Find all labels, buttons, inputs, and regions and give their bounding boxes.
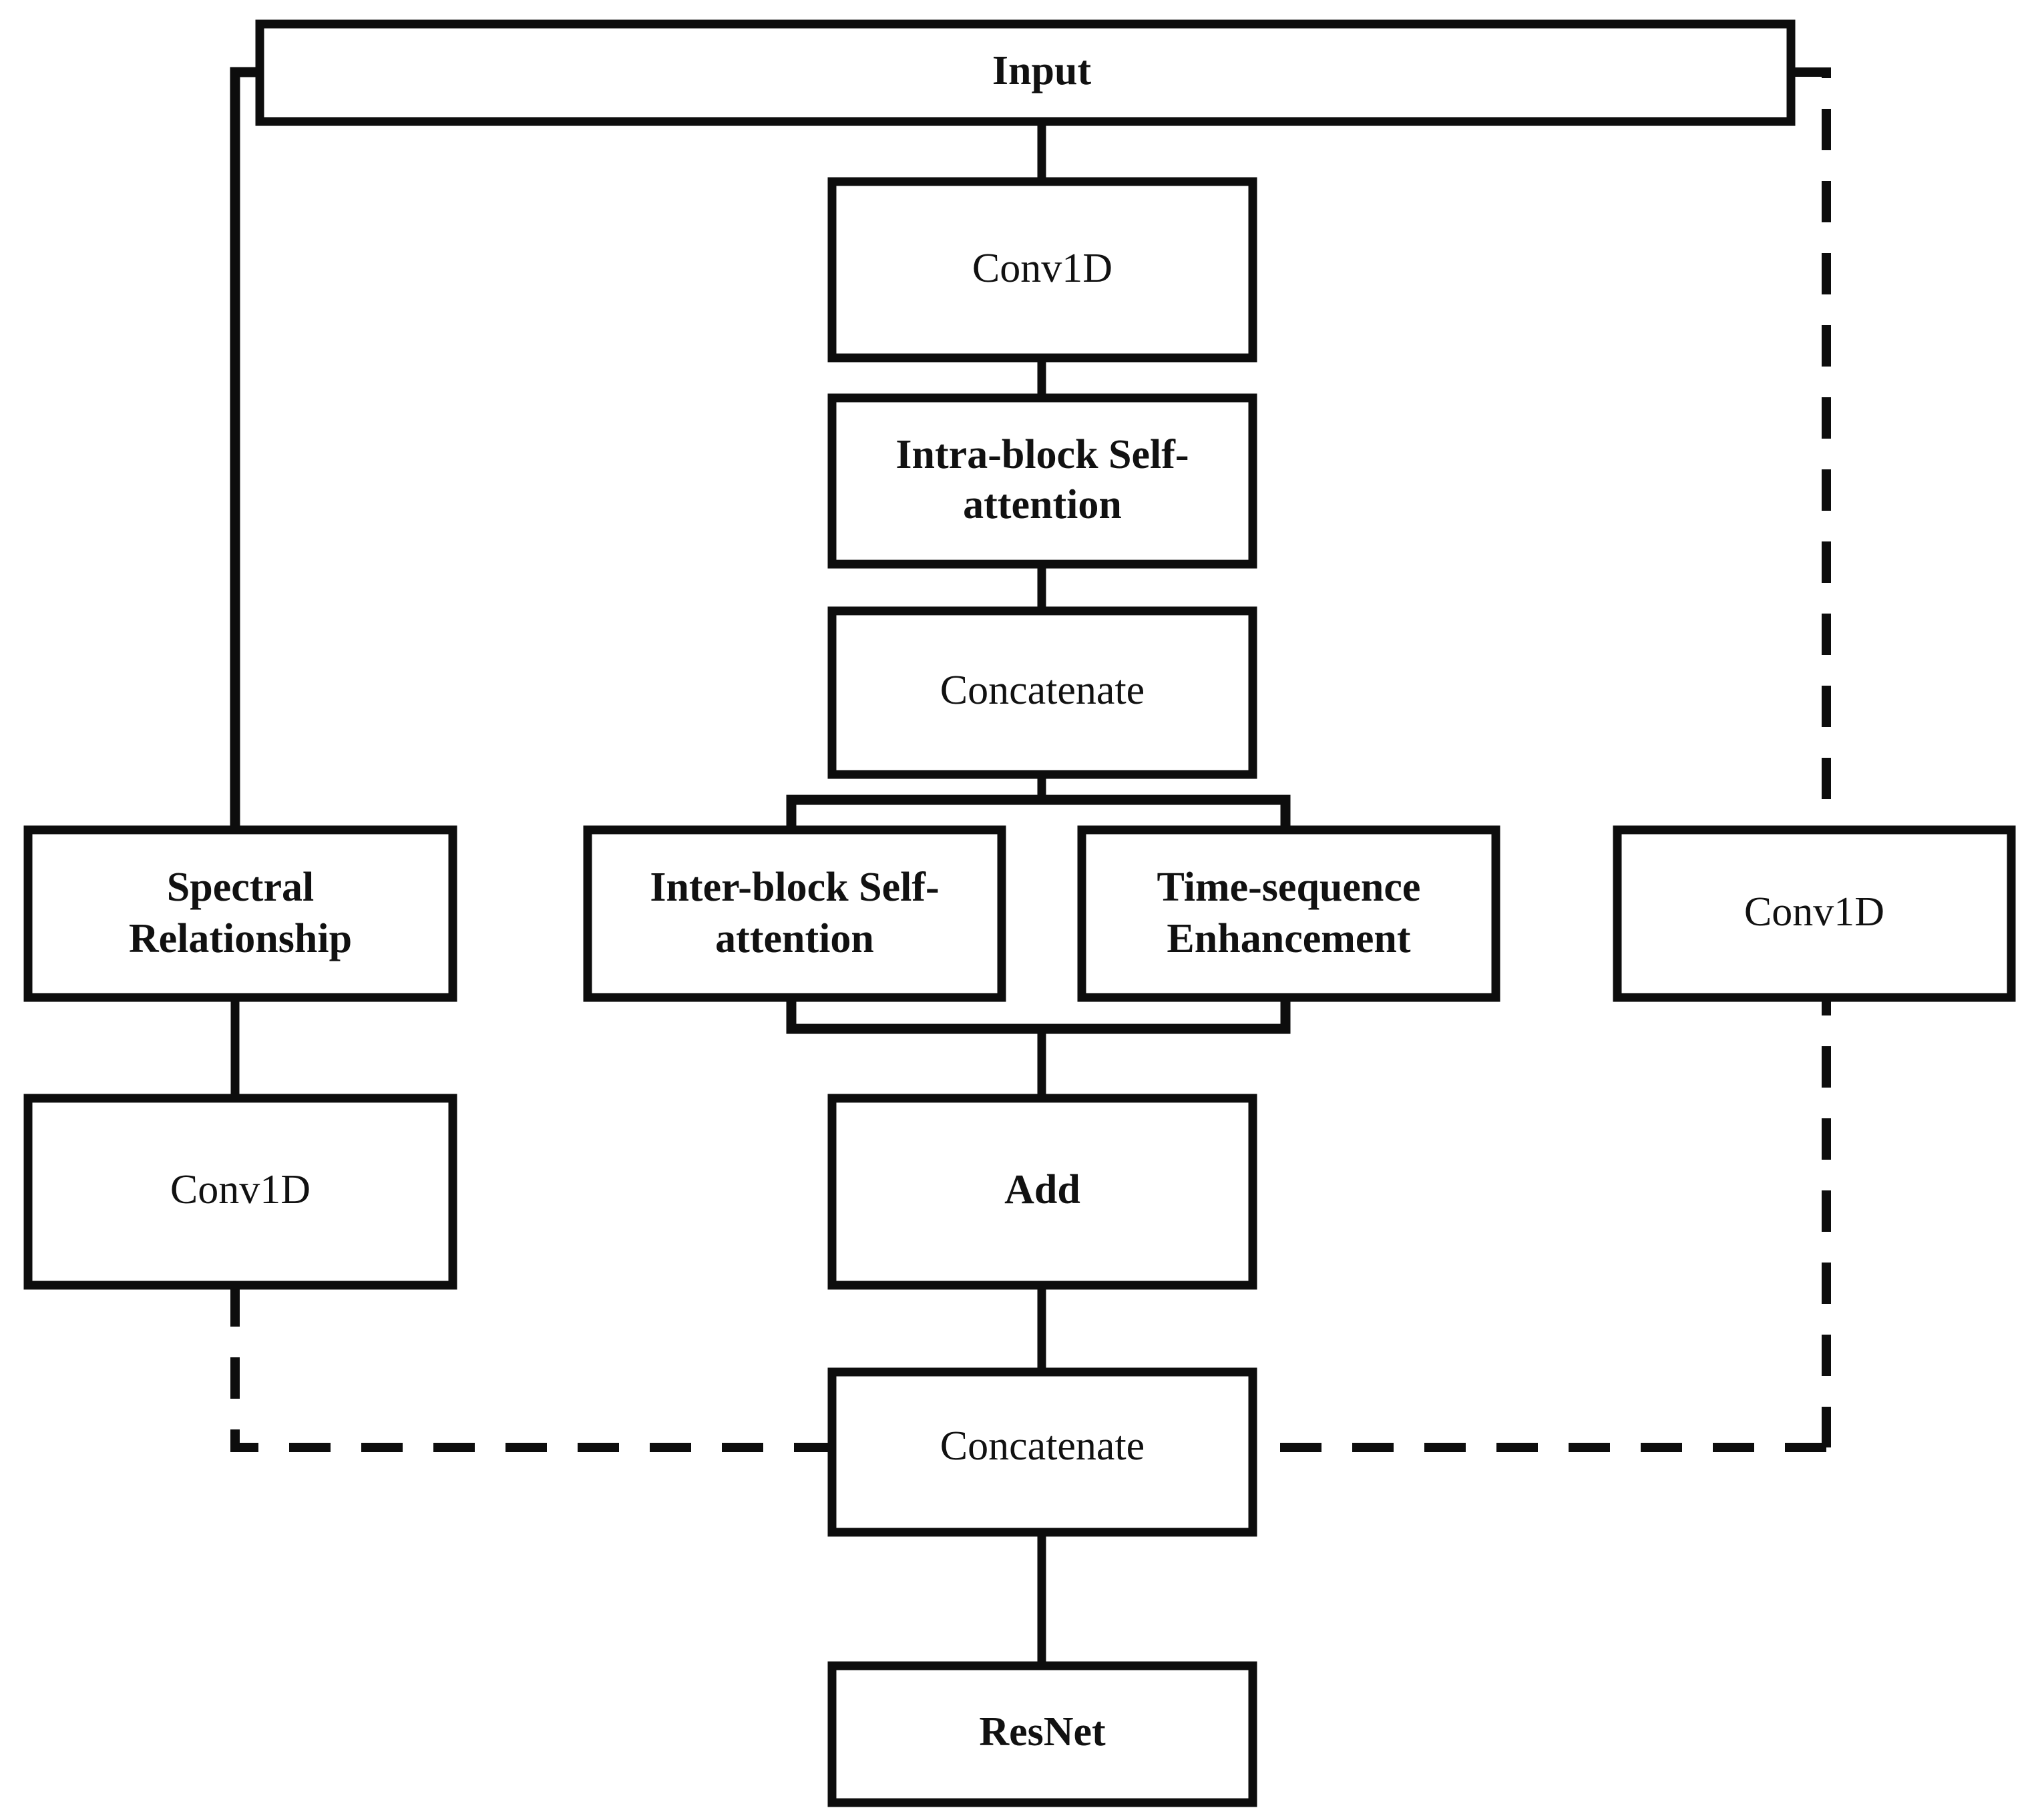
node-resnet[interactable]: ResNet bbox=[827, 1661, 1257, 1807]
node-conv1d-right-label: Conv1D bbox=[1744, 889, 1884, 935]
node-inter-block-self-attention[interactable]: Inter-block Self- attention bbox=[583, 825, 1006, 1002]
node-spectral-relationship-label-line1: Spectral bbox=[167, 865, 314, 910]
node-input-rect bbox=[255, 19, 1796, 126]
node-inter-block-label-line2: attention bbox=[715, 916, 874, 961]
node-add-rect bbox=[827, 1094, 1257, 1290]
node-time-sequence-rect bbox=[1077, 825, 1500, 1002]
node-spectral-relationship-label-line2: Relationship bbox=[129, 916, 352, 961]
node-inter-block-label-line1: Inter-block Self- bbox=[650, 865, 939, 910]
node-intra-block-label-line1: Intra-block Self- bbox=[895, 432, 1189, 477]
node-time-sequence-enhancement[interactable]: Time-sequence Enhancement bbox=[1077, 825, 1500, 1002]
node-spectral-relationship[interactable]: Spectral Relationship bbox=[23, 825, 457, 1002]
node-concatenate-bottom-label: Concatenate bbox=[940, 1423, 1145, 1469]
node-input-label: Input bbox=[992, 48, 1092, 93]
node-conv1d-main-label: Conv1D bbox=[972, 246, 1112, 291]
node-resnet-label: ResNet bbox=[979, 1709, 1106, 1755]
node-resnet-rect bbox=[827, 1661, 1257, 1807]
node-conv1d-right-rect bbox=[1613, 825, 2016, 1002]
node-add-label: Add bbox=[1004, 1167, 1080, 1212]
node-input[interactable]: Input bbox=[255, 19, 1796, 126]
node-concatenate-top[interactable]: Concatenate bbox=[827, 606, 1257, 779]
edge-input-to-right-conv1d-dashed bbox=[1791, 67, 1831, 1447]
node-concatenate-bottom-rect bbox=[827, 1367, 1257, 1537]
node-conv1d-left[interactable]: Conv1D bbox=[23, 1094, 457, 1290]
node-spectral-relationship-rect bbox=[23, 825, 457, 1002]
node-conv1d-left-label: Conv1D bbox=[170, 1167, 311, 1212]
node-concatenate-top-rect bbox=[827, 606, 1257, 779]
node-inter-block-rect bbox=[583, 825, 1006, 1002]
node-conv1d-main[interactable]: Conv1D bbox=[827, 177, 1257, 363]
node-time-sequence-label-line1: Time-sequence bbox=[1157, 865, 1421, 910]
edge-conv1d-left-to-concat-bottom-dashed bbox=[230, 1285, 831, 1452]
edge-input-to-spectral bbox=[230, 67, 260, 830]
node-conv1d-left-rect bbox=[23, 1094, 457, 1290]
node-add[interactable]: Add bbox=[827, 1094, 1257, 1290]
node-intra-block-rect bbox=[827, 393, 1257, 569]
node-intra-block-label-line2: attention bbox=[963, 482, 1122, 527]
edge-split-bracket-top bbox=[786, 794, 1291, 830]
node-conv1d-main-rect bbox=[827, 177, 1257, 363]
edge-merge-bracket-bottom bbox=[786, 997, 1291, 1034]
node-concatenate-bottom[interactable]: Concatenate bbox=[827, 1367, 1257, 1537]
node-time-sequence-label-line2: Enhancement bbox=[1167, 916, 1410, 961]
node-concatenate-top-label: Concatenate bbox=[940, 668, 1145, 713]
node-intra-block-self-attention[interactable]: Intra-block Self- attention bbox=[827, 393, 1257, 569]
node-conv1d-right[interactable]: Conv1D bbox=[1613, 825, 2016, 1002]
